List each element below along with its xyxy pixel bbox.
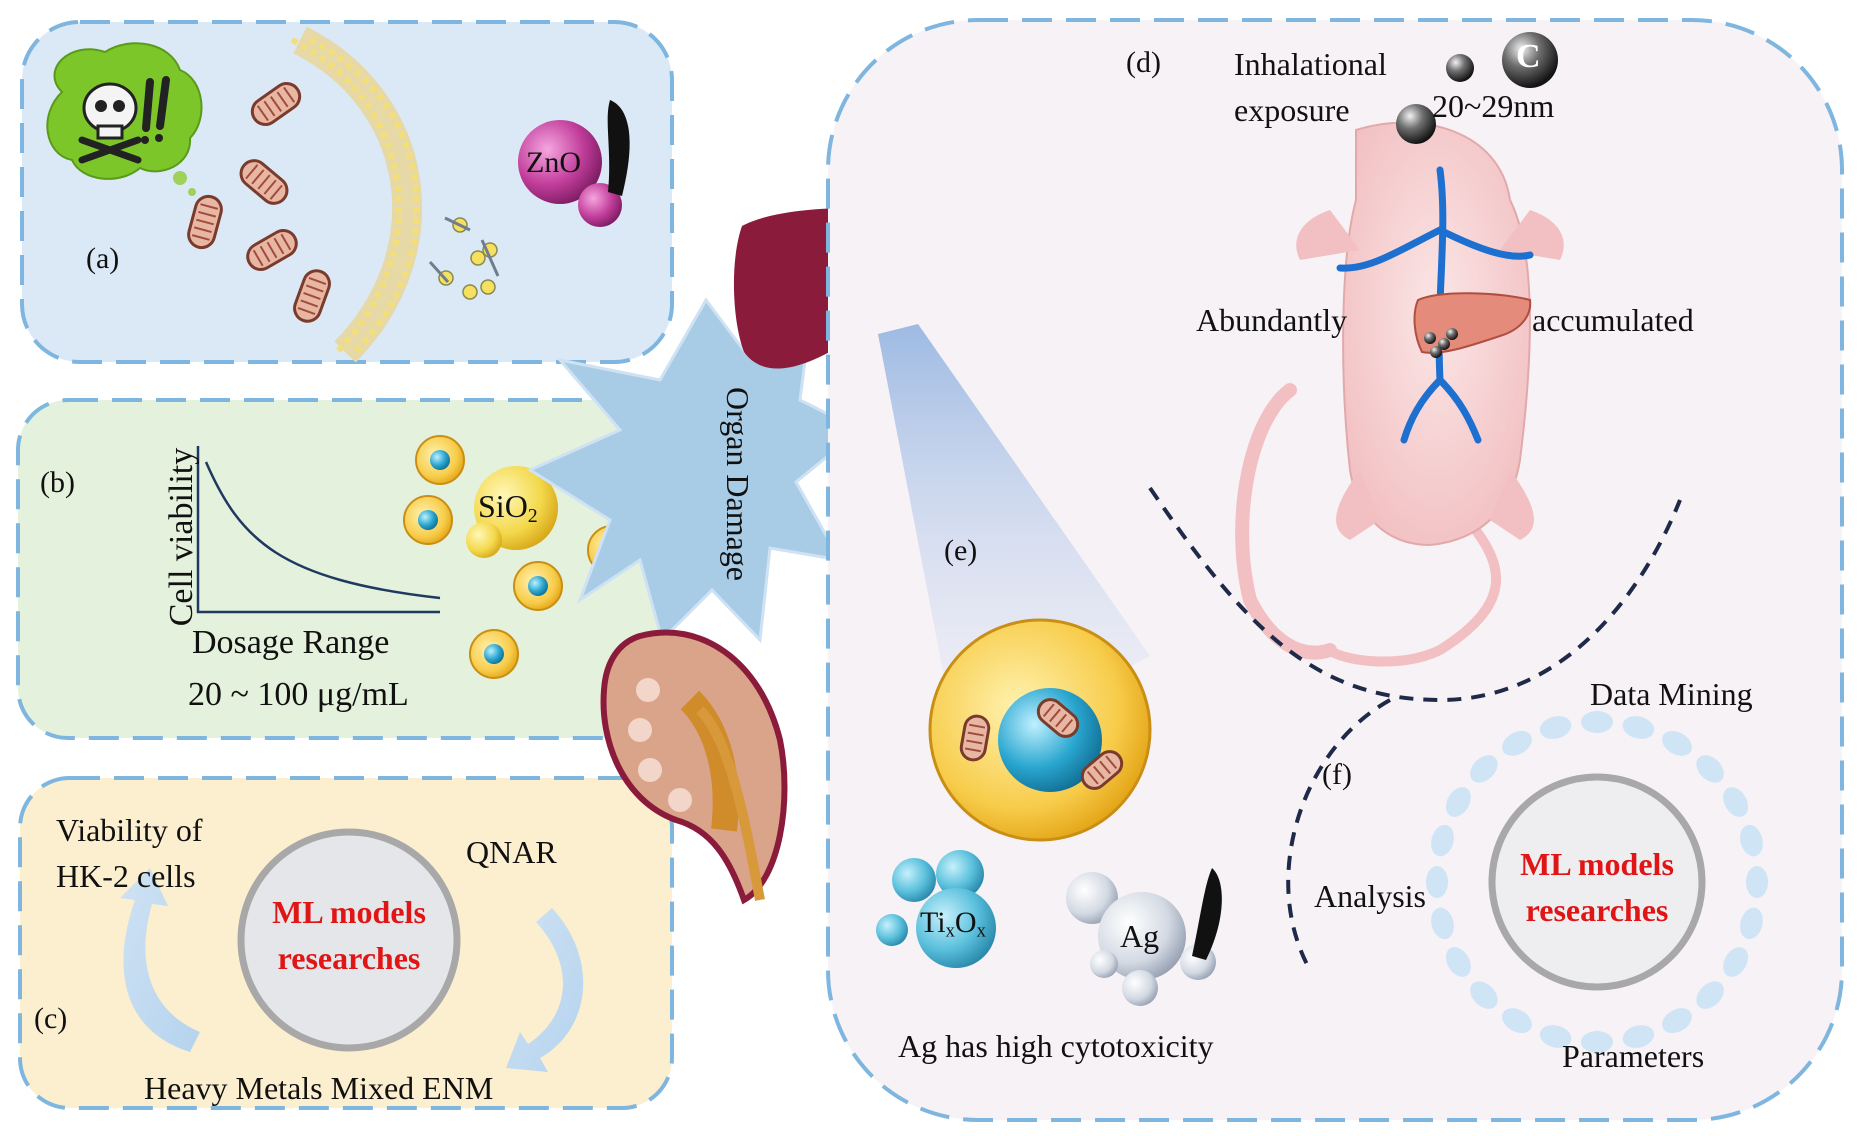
ml-models-f-line1: ML models xyxy=(1520,846,1674,882)
zno-label: ZnO xyxy=(526,146,581,179)
ring-dot xyxy=(1622,716,1655,739)
mitochondrion-icon xyxy=(187,194,223,250)
ring-dot xyxy=(1723,947,1749,977)
organ-damage-zone xyxy=(526,207,1009,905)
dot-ring xyxy=(1426,711,1768,1053)
mitochondria-group xyxy=(187,82,331,323)
ring-dot xyxy=(1431,907,1454,940)
cell-icon xyxy=(513,561,563,611)
ring-dot xyxy=(1740,824,1763,857)
panel-a xyxy=(20,20,674,364)
mouse-illustration xyxy=(1235,121,1564,667)
ml-models-f-line2: researches xyxy=(1525,892,1669,928)
ring-dot xyxy=(1426,866,1448,898)
kidney-icon xyxy=(600,629,788,905)
mitochondrion-icon xyxy=(239,159,289,205)
ring-dot xyxy=(1470,981,1498,1009)
ring-dot xyxy=(1502,1008,1532,1034)
exposure-line1: Inhalational xyxy=(1234,46,1387,82)
o-text: O xyxy=(954,906,977,939)
ring-dot xyxy=(1539,716,1572,739)
panel-c xyxy=(18,776,674,1110)
mitochondrion-icon xyxy=(959,698,1124,790)
node-viability-line1: Viability of xyxy=(56,812,203,848)
dose-range-label: 20 ~ 100 μg/mL xyxy=(188,676,409,713)
node-viability-line2: HK-2 cells xyxy=(56,858,196,894)
lipid-fragments xyxy=(428,216,500,300)
cell-icon xyxy=(403,495,453,545)
tixox-label: TixOx xyxy=(920,906,986,941)
ring-dot xyxy=(1470,755,1498,783)
mitochondrion-icon xyxy=(250,82,302,126)
blood-vessels xyxy=(1336,166,1534,444)
analysis-label: Analysis xyxy=(1314,878,1426,914)
cycle-arrows xyxy=(120,868,584,1072)
node-heavy-metals: Heavy Metals Mixed ENM xyxy=(144,1070,494,1106)
y-axis-label: Cell viability xyxy=(163,447,200,627)
ring-dot xyxy=(1539,1025,1572,1048)
mitochondrion-icon xyxy=(246,229,298,271)
sio2-label: SiO2 xyxy=(478,488,538,526)
divider-f-left xyxy=(1286,698,1391,971)
ml-models-circle-f xyxy=(1488,773,1706,991)
ring-dot xyxy=(1445,787,1471,817)
ml-models-circle-c xyxy=(237,828,461,1052)
ag-particle xyxy=(1066,868,1222,1006)
panel-f-tag: (f) xyxy=(1322,758,1352,791)
ring-dot xyxy=(1696,981,1724,1009)
cell-icon xyxy=(469,629,519,679)
abundantly-label: Abundantly xyxy=(1196,302,1348,338)
panel-e-tag: (e) xyxy=(944,534,978,567)
divider-d-f xyxy=(1148,486,1682,703)
zoomed-cell xyxy=(928,618,1152,842)
mouse-liver xyxy=(1413,292,1532,354)
ring-dot xyxy=(1696,755,1724,783)
panel-d-tag: (d) xyxy=(1126,46,1161,79)
mitochondrion-icon xyxy=(293,269,331,323)
x-axis-label: Dosage Range xyxy=(192,624,390,661)
zno-particle xyxy=(518,100,630,227)
ring-dot xyxy=(1581,711,1613,733)
panel-a-tag: (a) xyxy=(86,242,120,275)
o-sub: x xyxy=(976,920,986,942)
ti-sub: x xyxy=(945,920,955,942)
sio2-particle xyxy=(466,466,558,558)
ml-models-c-line2: researches xyxy=(277,940,421,976)
right-panel xyxy=(826,18,1844,1122)
ring-dot xyxy=(1740,907,1763,940)
accumulated-label: accumulated xyxy=(1532,302,1694,338)
ring-dot xyxy=(1723,787,1749,817)
data-mining-label: Data Mining xyxy=(1590,676,1753,712)
cell-membrane xyxy=(290,26,423,363)
ag-label: Ag xyxy=(1120,918,1160,954)
carbon-symbol: C xyxy=(1516,38,1541,75)
ag-caption: Ag has high cytotoxicity xyxy=(898,1028,1214,1064)
ring-dot xyxy=(1662,730,1692,756)
ml-models-c-line1: ML models xyxy=(272,894,426,930)
ring-dot xyxy=(1581,1031,1613,1053)
ring-dot xyxy=(1502,730,1532,756)
carbon-particles xyxy=(1396,32,1558,144)
cell-icon xyxy=(415,435,465,485)
panel-b-tag: (b) xyxy=(40,466,75,499)
organ-damage-label: Organ Damage xyxy=(720,387,756,581)
exposure-line2: exposure xyxy=(1234,92,1350,128)
ring-dot xyxy=(1746,866,1768,898)
tixox-particle xyxy=(876,850,996,968)
ring-dot xyxy=(1622,1025,1655,1048)
node-qnar: QNAR xyxy=(466,834,557,870)
toxic-skull-icon xyxy=(46,42,203,196)
viability-curve-plot xyxy=(196,446,441,614)
parameters-label: Parameters xyxy=(1562,1038,1705,1074)
damage-starburst xyxy=(526,297,863,644)
sio2-sub: 2 xyxy=(527,504,538,527)
ring-dot xyxy=(1445,947,1471,977)
ring-dot xyxy=(1662,1008,1692,1034)
panel-c-tag: (c) xyxy=(34,1002,68,1035)
particle-size-label: 20~29nm xyxy=(1432,88,1555,124)
ring-dot xyxy=(1431,824,1454,857)
sio2-main: SiO xyxy=(478,488,528,524)
ti-text: Ti xyxy=(920,906,946,939)
